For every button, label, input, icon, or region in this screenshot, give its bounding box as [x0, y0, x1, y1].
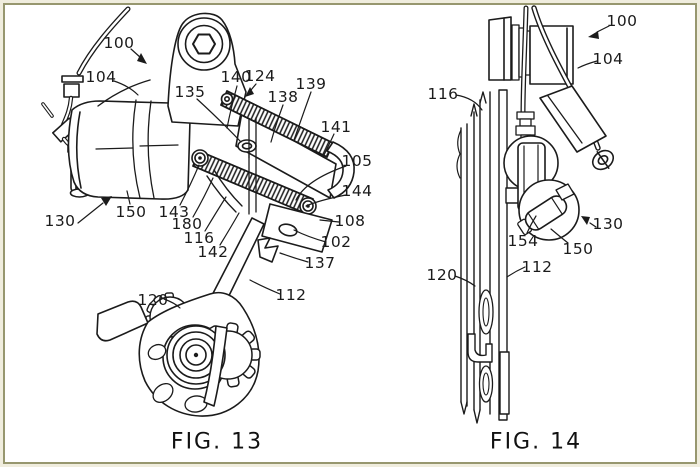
fig13-label-142: 142	[197, 243, 229, 261]
fig13-drawing	[41, 6, 355, 417]
side-plates	[456, 89, 523, 424]
fig14-label-104: 104	[592, 50, 624, 68]
fig13-label-116: 116	[183, 229, 215, 247]
fig13-label-141: 141	[320, 118, 352, 136]
fig14-label-100: 100	[606, 12, 638, 30]
outer-plate	[498, 89, 508, 421]
diagonal-housing	[539, 85, 607, 153]
fig14-label-120: 120	[426, 266, 458, 284]
frame-tube	[488, 16, 531, 81]
fig13-label-135: 135	[174, 83, 206, 101]
fig14-label-130: 130	[592, 215, 624, 233]
fig14-label-154: 154	[507, 232, 539, 250]
fig13-label-104: 104	[85, 68, 117, 86]
fig14-label-150: 150	[562, 240, 594, 258]
roller-assembly	[517, 179, 580, 241]
arrow-124	[245, 87, 254, 97]
fig13-label-138: 138	[267, 88, 299, 106]
fig13-label-120: 120	[137, 291, 169, 309]
inner-plate	[257, 203, 333, 263]
fig13-label-137: 137	[304, 254, 336, 272]
drawing-canvas	[3, 3, 697, 464]
fig14-label-112: 112	[521, 258, 553, 276]
fig13-label-144: 144	[341, 182, 373, 200]
fig13-caption: FIG. 13	[170, 429, 264, 455]
fig13-label-143: 143	[158, 203, 190, 221]
arrow-130-fig14	[581, 216, 590, 225]
fig13-label-112: 112	[275, 286, 307, 304]
fig14-caption: FIG. 14	[489, 429, 583, 455]
cage-strap	[203, 325, 228, 407]
fig13-label-130: 130	[44, 212, 76, 230]
fig13-label-150: 150	[115, 203, 147, 221]
fig13-label-100: 100	[103, 34, 135, 52]
fig13-label-139: 139	[295, 75, 327, 93]
cable-nut	[555, 183, 575, 201]
motor-housing	[67, 99, 191, 200]
spring-wire	[213, 169, 243, 207]
chain-hook	[467, 333, 493, 363]
fig14-drawing	[454, 5, 615, 424]
fig13-label-105: 105	[341, 152, 373, 170]
cable-hook	[257, 237, 279, 263]
fig13-label-180: 180	[171, 215, 203, 233]
fig13-label-124: 124	[244, 67, 276, 85]
fig13-label-108: 108	[334, 212, 366, 230]
fig13-leaders	[77, 48, 347, 309]
fig13-label-140: 140	[220, 68, 252, 86]
mounting-bolt	[591, 149, 615, 171]
link-end-cap	[326, 141, 355, 199]
arrow-100-fig14	[588, 31, 599, 39]
fig14-leaders	[454, 25, 610, 287]
fig14-label-116: 116	[427, 85, 459, 103]
arrow-130	[101, 196, 112, 206]
arrow-100	[137, 53, 147, 64]
fig13-label-102: 102	[320, 233, 352, 251]
